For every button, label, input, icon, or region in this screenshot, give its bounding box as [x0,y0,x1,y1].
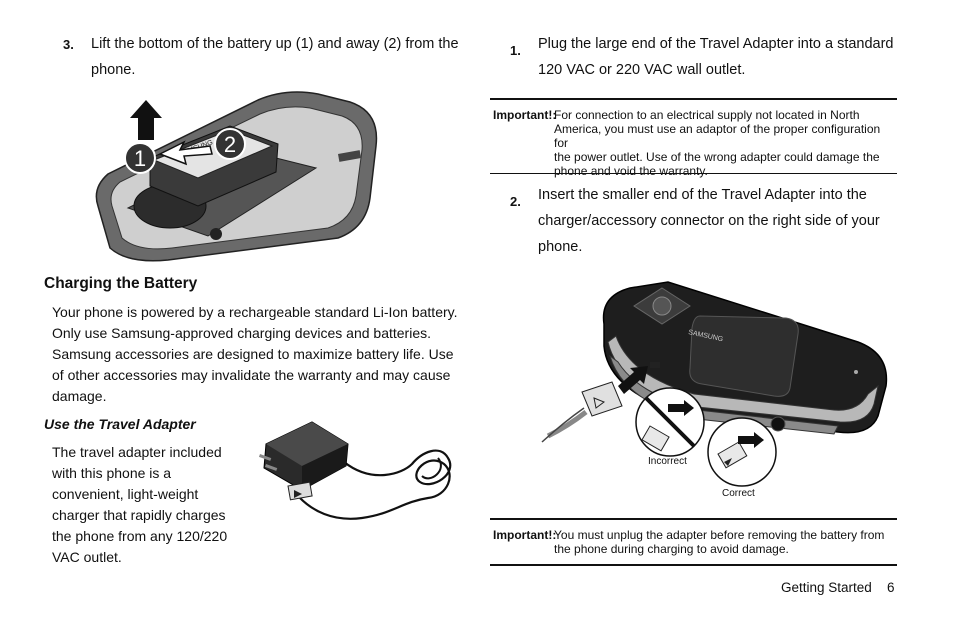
paragraph-line: VAC outlet. [52,549,122,565]
step-text-line: Plug the large end of the Travel Adapter… [538,36,894,52]
note-text: For connection to an electrical supply n… [554,108,896,178]
note-rule-bottom [490,173,897,174]
step-number: 1. [510,43,521,58]
step-text-line: charger/accessory connector on the right… [538,213,880,229]
step-text-line: Lift the bottom of the battery up (1) an… [91,36,459,52]
note-rule-bottom [490,564,897,566]
note-line: America, you must use an adaptor of the … [554,122,881,150]
paragraph-line: Your phone is powered by a rechargeable … [52,304,458,320]
note-line: the phone during charging to avoid damag… [554,542,789,556]
note-text: You must unplug the adapter before remov… [554,528,896,556]
intro-paragraph: Your phone is powered by a rechargeable … [52,302,462,407]
page-number: 6 [887,580,895,595]
callout-2: 2 [224,132,236,157]
step-text-line: 120 VAC or 220 VAC wall outlet. [538,62,746,78]
travel-adapter-illustration [258,421,452,520]
paragraph-line: The travel adapter included [52,444,222,460]
paragraph-line: the phone from any 120/220 [52,528,228,544]
step-text-line: phone. [91,62,136,78]
paragraph-line: damage. [52,388,107,404]
incorrect-caption: Incorrect [648,456,687,467]
subsection-title: Use the Travel Adapter [44,416,196,432]
paragraph-line: charger that rapidly charges [52,507,226,523]
paragraph-line: Only use Samsung-approved charging devic… [52,325,431,341]
footer-section: Getting Started [781,580,872,595]
note-line: phone and void the warranty. [554,164,708,178]
note-rule-top [490,98,897,100]
note-rule-top [490,518,897,520]
section-title: Charging the Battery [44,275,198,292]
connector-insertion-illustration: SAMSUNG [541,281,888,487]
paragraph-line: of other accessories may invalidate the … [52,367,451,383]
note-label: Important!: [493,108,557,122]
paragraph-line: convenient, light-weight [52,486,199,502]
step-text-line: Insert the smaller end of the Travel Ada… [538,187,867,203]
correct-caption: Correct [722,488,755,499]
battery-removal-illustration: SAMSUNG 1 2 [95,91,378,262]
adapter-paragraph: The travel adapter included with this ph… [52,442,252,568]
paragraph-line: with this phone is a [52,465,172,481]
note-label: Important!: [493,528,557,542]
note-line: the power outlet. Use of the wrong adapt… [554,150,880,164]
step-number: 3. [63,37,74,52]
callout-1: 1 [134,146,146,171]
note-line: You must unplug the adapter before remov… [554,528,885,542]
step-number: 2. [510,194,521,209]
step-text-line: phone. [538,239,583,255]
note-line: For connection to an electrical supply n… [554,108,860,122]
paragraph-line: Samsung accessories are designed to maxi… [52,346,454,362]
